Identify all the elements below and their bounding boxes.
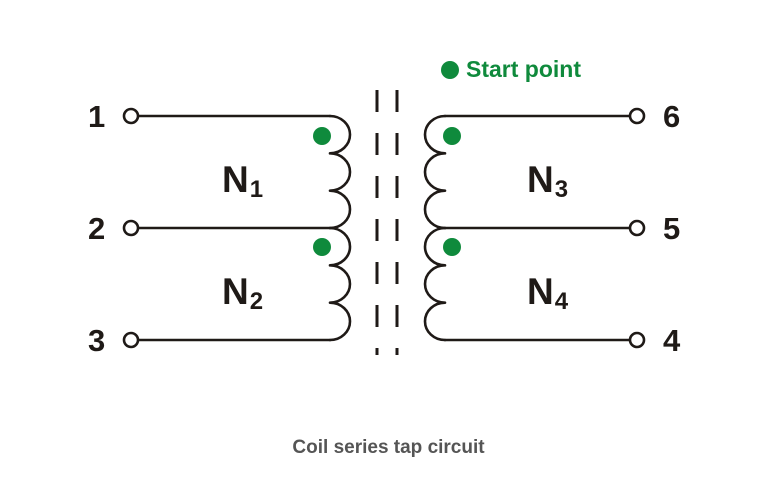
- winding-label-n1-base: N: [222, 159, 249, 200]
- figure-caption: Coil series tap circuit: [292, 437, 485, 458]
- winding-label-n3: N3: [527, 159, 568, 202]
- start-point-dot-n3: [443, 127, 461, 145]
- start-point-dot-n4: [443, 238, 461, 256]
- terminal-node-1[interactable]: [122, 107, 140, 125]
- terminal-label-5: 5: [663, 211, 681, 246]
- start-point-dot-n1: [313, 127, 331, 145]
- terminal-label-6: 6: [663, 99, 681, 134]
- winding-label-n1-subscript: 1: [249, 176, 264, 203]
- winding-coil-n2: [328, 226, 352, 342]
- terminal-label-1: 1: [88, 99, 106, 134]
- winding-label-n2: N2: [222, 271, 263, 314]
- terminal-node-3[interactable]: [122, 331, 140, 349]
- winding-coil-n3: [423, 114, 447, 230]
- start-point-dot-n2: [313, 238, 331, 256]
- winding-label-n4: N4: [527, 271, 568, 314]
- winding-label-n4-base: N: [527, 271, 554, 312]
- terminal-node-6[interactable]: [628, 107, 646, 125]
- winding-label-n2-subscript: 2: [249, 288, 264, 315]
- winding-coil-n1: [328, 114, 352, 230]
- winding-coil-n4: [423, 226, 447, 342]
- terminal-node-5[interactable]: [628, 219, 646, 237]
- winding-label-n4-subscript: 4: [554, 288, 569, 315]
- terminal-label-3: 3: [88, 323, 106, 358]
- winding-label-n1: N1: [222, 159, 263, 202]
- winding-label-n3-base: N: [527, 159, 554, 200]
- terminal-node-2[interactable]: [122, 219, 140, 237]
- terminal-node-4[interactable]: [628, 331, 646, 349]
- winding-label-n2-base: N: [222, 271, 249, 312]
- start-point-legend-dot: [441, 61, 459, 79]
- winding-label-n3-subscript: 3: [554, 176, 569, 203]
- terminal-label-4: 4: [663, 323, 681, 358]
- terminal-label-2: 2: [88, 211, 106, 246]
- start-point-legend-label: Start point: [466, 56, 581, 82]
